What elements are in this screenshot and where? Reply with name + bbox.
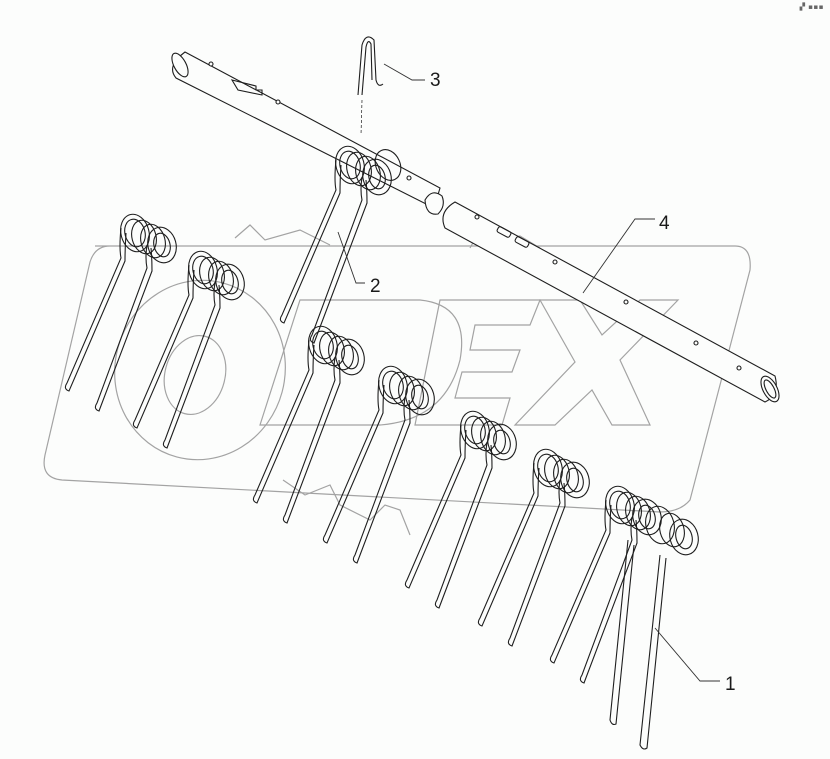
corner-mark: ▞ ▪▪▪ (799, 3, 824, 11)
tine-pair-right-3 (609, 505, 699, 750)
callout-label-3: 3 (430, 70, 441, 91)
callout-2: 2 (337, 231, 381, 297)
watermark-odex (43, 224, 751, 536)
tine-bar-tube (171, 51, 780, 403)
callout-3: 3 (383, 63, 441, 91)
retaining-clip (357, 36, 384, 136)
callout-4: 4 (582, 213, 670, 294)
tine-pair-left-upper (64, 210, 181, 412)
callout-label-4: 4 (659, 213, 670, 234)
tine-pair-left-lower (132, 247, 249, 449)
tine-pair-right-1 (477, 445, 594, 647)
callout-label-1: 1 (725, 674, 736, 695)
callout-label-2: 2 (370, 276, 381, 297)
callout-1: 1 (654, 627, 736, 695)
